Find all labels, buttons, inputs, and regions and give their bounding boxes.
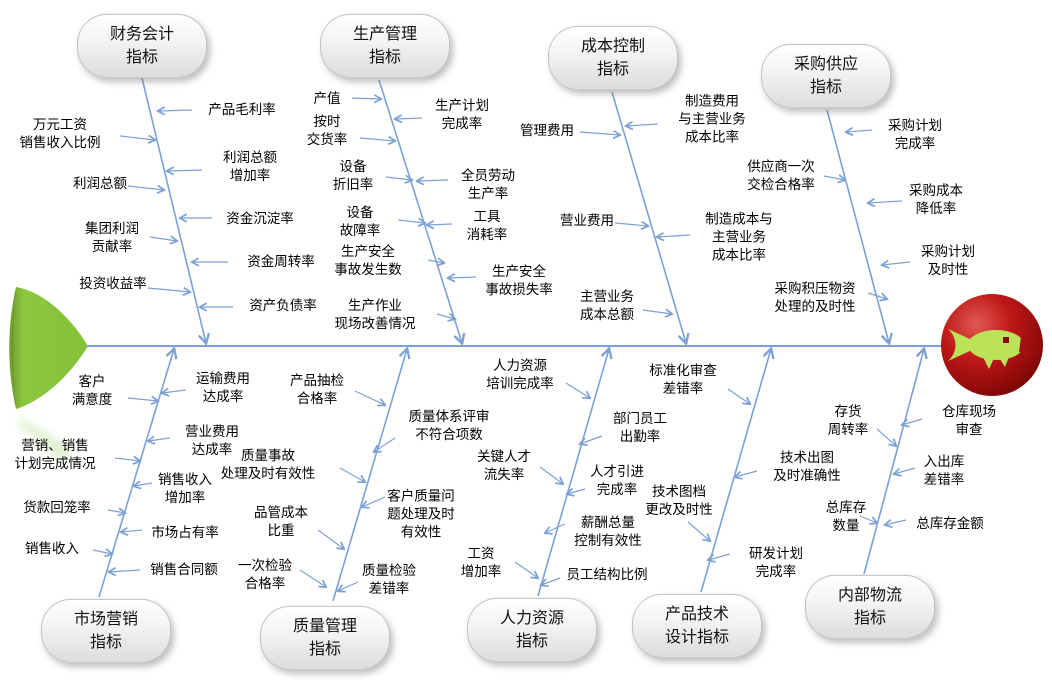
factor-label: 营销、销售 计划完成情况 <box>14 438 96 471</box>
category-bubble-purchasing: 采购供应 指标 <box>761 43 891 109</box>
fish-eye <box>1003 337 1009 343</box>
factor-label: 按时 交货率 <box>306 114 348 147</box>
factor-label: 总库存金额 <box>916 516 984 532</box>
factor-label: 入出库 差错率 <box>923 454 965 487</box>
factor-label: 制造成本与 主营业务 成本比率 <box>705 211 773 262</box>
factor-label: 人才引进 完成率 <box>590 464 644 497</box>
factor-label: 品管成本 比重 <box>254 505 308 538</box>
factor-label: 资产负债率 <box>249 298 317 314</box>
factor-label: 利润总额 增加率 <box>223 150 277 183</box>
category-bubble-cost: 成本控制 指标 <box>548 25 678 91</box>
factor-label: 部门员工 出勤率 <box>613 411 667 444</box>
bone-tech <box>700 349 771 593</box>
factor-label: 采购积压物资 处理的及时性 <box>774 281 856 314</box>
bone-hr <box>537 349 609 597</box>
factor-label: 营业费用 <box>560 213 614 229</box>
factor-label: 客户质量问 题处理及时 有效性 <box>387 488 455 539</box>
fish-tail-shape <box>9 287 88 409</box>
factor-label: 货款回笼率 <box>23 500 91 516</box>
fish-head <box>941 294 1043 396</box>
category-bubble-hr: 人力资源 指标 <box>467 597 597 663</box>
factor-label: 人力资源 培训完成率 <box>486 358 554 391</box>
factor-label: 总库存 数量 <box>825 500 867 533</box>
connector-arrows <box>92 98 923 591</box>
factor-label: 销售合同额 <box>150 562 218 578</box>
factor-label: 薪酬总量 控制有效性 <box>574 515 642 548</box>
category-bubble-tech: 产品技术 设计指标 <box>632 593 762 659</box>
factor-label: 生产计划 完成率 <box>435 98 489 131</box>
fish-mouth <box>1019 334 1035 356</box>
factor-label: 采购成本 降低率 <box>909 183 963 216</box>
factor-label: 采购计划 及时性 <box>921 244 975 277</box>
factor-label: 全员劳动 生产率 <box>461 168 515 201</box>
factor-label: 主营业务 成本总额 <box>580 289 634 322</box>
factor-label: 关键人才 流失率 <box>477 449 531 482</box>
factor-label: 采购计划 完成率 <box>888 118 942 151</box>
fish-tail-reflection <box>18 418 72 462</box>
factor-label: 销售收入 增加率 <box>158 472 212 505</box>
factor-label: 设备 故障率 <box>339 205 381 238</box>
factor-label: 生产作业 现场改善情况 <box>334 298 416 331</box>
factor-label: 仓库现场 审查 <box>942 404 996 437</box>
factor-label: 万元工资 销售收入比例 <box>19 117 101 150</box>
factor-label: 员工结构比例 <box>566 567 648 583</box>
factor-label: 研发计划 完成率 <box>749 546 803 579</box>
bone-production <box>378 79 462 343</box>
factor-label: 投资收益率 <box>79 276 147 292</box>
factor-label: 标准化审查 差错率 <box>649 363 717 396</box>
category-bubble-finance: 财务会计 指标 <box>77 13 207 79</box>
factor-label: 运输费用 达成率 <box>196 371 250 404</box>
bone-cost <box>611 91 686 343</box>
factor-label: 市场占有率 <box>151 525 219 541</box>
factor-label: 产品毛利率 <box>208 102 276 118</box>
category-bubble-quality: 质量管理 指标 <box>260 605 390 671</box>
factor-label: 工具 消耗率 <box>466 209 508 242</box>
factor-label: 制造费用 与主营业务 成本比率 <box>678 93 746 144</box>
factor-label: 产值 <box>313 91 341 107</box>
bone-purchasing <box>826 109 889 343</box>
factor-label: 客户 满意度 <box>71 374 113 407</box>
factor-label: 工资 增加率 <box>460 546 502 579</box>
factor-label: 集团利润 贡献率 <box>85 221 139 254</box>
factor-label: 资金周转率 <box>247 254 315 270</box>
factor-label: 设备 折旧率 <box>332 159 374 192</box>
factor-label: 资金沉淀率 <box>226 211 294 227</box>
factor-label: 质量检验 差错率 <box>362 563 416 596</box>
bone-logistics <box>863 349 924 575</box>
factor-label: 生产安全 事故发生数 <box>334 244 402 277</box>
factor-label: 供应商一次 交检合格率 <box>747 159 815 192</box>
fish-tail-edge <box>12 287 16 409</box>
category-bubble-logistics: 内部物流 指标 <box>805 574 935 640</box>
factor-label: 销售收入 <box>25 541 79 557</box>
factor-label: 质量事故 处理及时有效性 <box>220 448 316 481</box>
category-bubble-marketing: 市场营销 指标 <box>41 598 171 664</box>
factor-label: 营业费用 达成率 <box>185 424 239 457</box>
factor-label: 管理费用 <box>520 123 574 139</box>
category-bubble-production: 生产管理 指标 <box>320 13 450 79</box>
factor-label: 技术图档 更改及时性 <box>645 484 713 517</box>
bone-finance <box>141 77 206 343</box>
factor-label: 利润总额 <box>73 176 127 192</box>
factor-label: 产品抽检 合格率 <box>290 373 344 406</box>
factor-label: 存货 周转率 <box>827 404 869 437</box>
factor-label: 质量体系评审 不符合项数 <box>408 409 490 442</box>
factor-label: 一次检验 合格率 <box>238 558 292 591</box>
factor-label: 生产安全 事故损失率 <box>485 264 553 297</box>
bone-quality <box>332 349 407 602</box>
factor-label: 技术出图 及时准确性 <box>773 450 841 483</box>
fish-icon <box>948 329 1024 369</box>
